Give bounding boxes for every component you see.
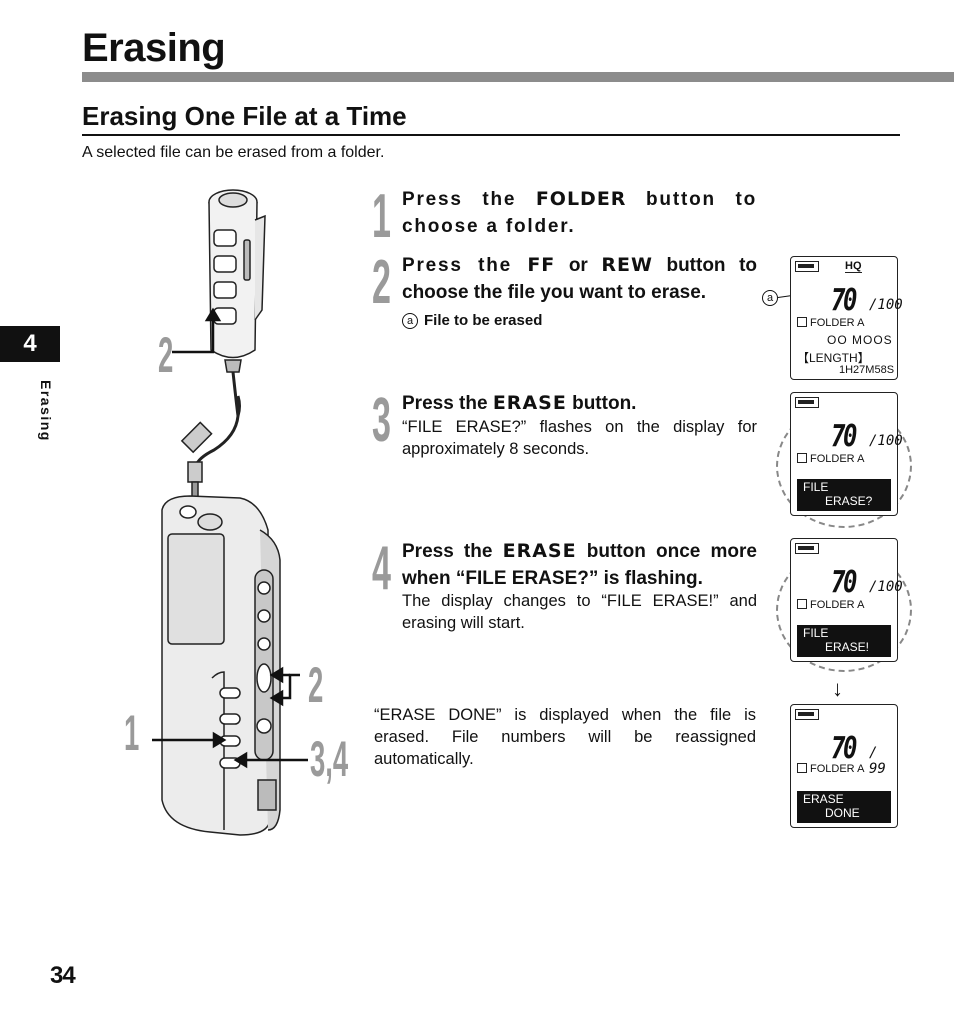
recorder-body-icon bbox=[161, 495, 281, 836]
file-total: /100 bbox=[869, 579, 903, 595]
recorder-illustration bbox=[152, 189, 308, 836]
final-note: “ERASE DONE” is displayed when the file … bbox=[374, 706, 756, 768]
arrow-icons bbox=[152, 307, 308, 769]
cable-icon bbox=[194, 371, 241, 467]
intro-text: A selected file can be erased from a fol… bbox=[82, 144, 385, 161]
step-3-text: Press the ERASE button. bbox=[402, 392, 637, 414]
file-total: / 99 bbox=[869, 745, 886, 777]
step-4-text: Press the ERASE button once more when “F… bbox=[402, 540, 757, 589]
page-title: Erasing bbox=[82, 26, 226, 70]
file-number: 70 bbox=[831, 283, 858, 318]
display-callout-a: a bbox=[762, 290, 778, 306]
step-number-3: 3 bbox=[372, 386, 391, 455]
folder-label: FOLDER A bbox=[797, 317, 864, 329]
figure-label-2-top: 2 bbox=[158, 327, 174, 383]
figure-label-1: 1 bbox=[124, 705, 140, 761]
chapter-tab: 4 bbox=[0, 326, 60, 362]
section-rule bbox=[82, 134, 900, 136]
step-number-2: 2 bbox=[372, 248, 391, 317]
folder-icon bbox=[797, 453, 807, 463]
lcd-display-file-select: HQ 70 /100 FOLDER A OO MOOS 【LENGTH】 1H2… bbox=[790, 256, 903, 380]
length-value: 1H27M58S bbox=[839, 364, 895, 376]
plug-icon bbox=[180, 421, 213, 505]
section-title: Erasing One File at a Time bbox=[82, 101, 407, 131]
step-3-note: “FILE ERASE?” flashes on the display for… bbox=[402, 418, 757, 458]
folder-label: FOLDER A bbox=[797, 453, 864, 465]
step-number-4: 4 bbox=[372, 534, 391, 603]
chapter-label: Erasing bbox=[38, 380, 54, 442]
page-number: 34 bbox=[50, 962, 76, 989]
quality-label: HQ bbox=[845, 260, 862, 273]
step-2-text: Press the FF or REW button to choose the… bbox=[402, 254, 758, 303]
file-total: /100 bbox=[869, 297, 903, 313]
battery-icon bbox=[795, 261, 819, 272]
folder-icon bbox=[797, 599, 807, 609]
file-number: 70 bbox=[831, 565, 858, 600]
figure-label-2-side: 2 bbox=[308, 657, 324, 713]
folder-icon bbox=[797, 763, 807, 773]
arrow-down-icon: ↓ bbox=[832, 676, 843, 701]
folder-label: FOLDER A bbox=[797, 763, 864, 775]
step-1-text: Press the FOLDER button to choose a fold… bbox=[402, 188, 757, 237]
file-number: 70 bbox=[831, 731, 858, 766]
battery-icon bbox=[795, 543, 819, 554]
title-rule bbox=[82, 72, 954, 82]
step-number-1: 1 bbox=[372, 182, 391, 251]
folder-icon bbox=[797, 317, 807, 327]
battery-icon bbox=[795, 709, 819, 720]
figure-label-3-4: 3,4 bbox=[310, 731, 349, 787]
battery-icon bbox=[795, 397, 819, 408]
microphone-icon bbox=[208, 189, 266, 373]
file-name: OO MOOS bbox=[827, 333, 893, 347]
file-total: /100 bbox=[869, 433, 903, 449]
folder-label: FOLDER A bbox=[797, 599, 864, 611]
file-number: 70 bbox=[831, 419, 858, 454]
step-4-note: The display changes to “FILE ERASE!” and… bbox=[402, 592, 757, 632]
length-label: 【LENGTH】 bbox=[797, 351, 870, 365]
